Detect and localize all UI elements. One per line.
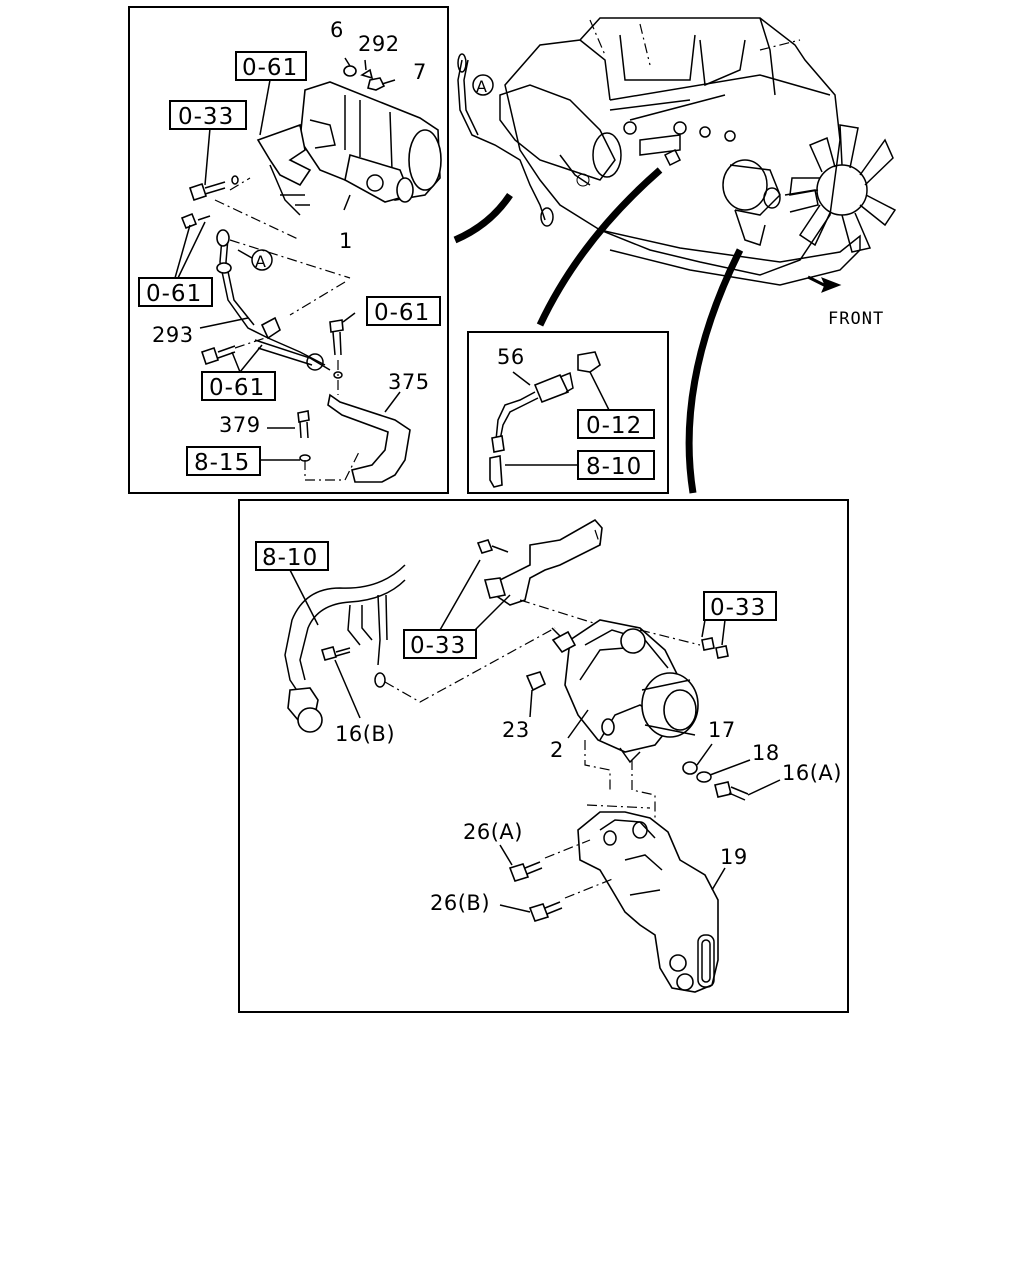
part-number-26b: 26(B)	[430, 891, 490, 915]
fan-icon	[784, 124, 897, 253]
part-number-293: 293	[152, 323, 194, 347]
ref-box-8-10-harness: 8-10	[262, 545, 318, 571]
ref-box-0-33-bracket: 0-33	[410, 633, 466, 659]
part-number-19: 19	[720, 845, 748, 869]
leader-starter	[453, 193, 513, 244]
part-number-26a: 26(A)	[463, 820, 523, 844]
callout-a-label: A	[255, 252, 266, 271]
part-number-292: 292	[358, 32, 400, 56]
part-number-56: 56	[497, 345, 525, 369]
part-number-379: 379	[219, 413, 261, 437]
inset-alternator-frame	[238, 499, 849, 1013]
part-number-23: 23	[502, 718, 530, 742]
ref-box-0-33-nuts: 0-33	[710, 595, 766, 621]
ref-box-0-61-bottom: 0-61	[209, 375, 265, 401]
callout-a-circle	[251, 249, 273, 271]
part-number-7: 7	[413, 60, 427, 84]
engine-overview: A FRONT	[457, 17, 897, 329]
callout-a-circle	[472, 74, 494, 96]
ref-box-0-61-bolt: 0-61	[374, 300, 430, 326]
part-number-17: 17	[708, 718, 736, 742]
part-number-6: 6	[330, 18, 344, 42]
part-number-1: 1	[339, 229, 353, 253]
bracket-icon	[577, 811, 719, 993]
inset-sensor: 56 0-12 8-10	[467, 331, 669, 494]
inset-starter-frame	[128, 6, 449, 494]
leader-sensor	[536, 167, 663, 327]
ref-box-0-61-top: 0-61	[242, 55, 298, 81]
part-number-16a: 16(A)	[782, 761, 842, 785]
sensor-icon	[489, 371, 574, 488]
part-number-2: 2	[550, 738, 564, 762]
part-number-16b: 16(B)	[335, 722, 395, 746]
starter-motor-icon	[299, 81, 442, 203]
inset-sensor-frame	[467, 331, 669, 494]
callout-a-label: A	[476, 77, 487, 96]
alternator-icon	[551, 619, 699, 764]
ref-box-0-33: 0-33	[178, 104, 234, 130]
part-number-18: 18	[752, 741, 780, 765]
ref-box-8-15: 8-15	[194, 450, 250, 476]
front-arrow-icon	[807, 275, 842, 293]
inset-alternator: 8-10 0-33 0-33 16(B) 23 2 17 18 16(A) 26…	[238, 499, 849, 1013]
ref-box-0-12: 0-12	[586, 413, 642, 439]
leader-alternator	[685, 248, 744, 494]
front-label: FRONT	[828, 309, 884, 329]
part-number-375: 375	[388, 370, 430, 394]
inset-starter: A 6 292 7 1 293	[128, 6, 449, 494]
ref-box-0-61-left: 0-61	[146, 281, 202, 307]
ref-box-8-10: 8-10	[586, 454, 642, 480]
